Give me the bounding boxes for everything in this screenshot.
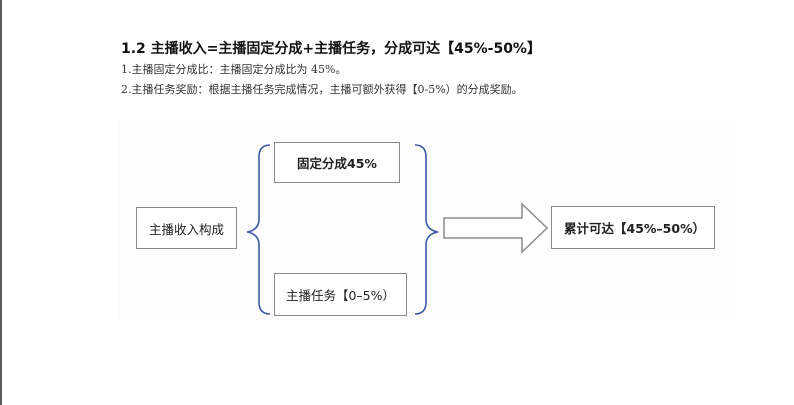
fixed-share-line: 1.主播固定分成比：主播固定分成比为 45%。 <box>121 63 347 76</box>
income-composition-box: 主播收入构成 <box>136 207 237 249</box>
task-reward-line: 2.主播任务奖励：根据主播任务完成情况，主播可额外获得【0-5%）的分成奖励。 <box>121 83 523 96</box>
left-brace <box>246 144 271 315</box>
total-share-label: 累计可达【45%–50%） <box>564 221 706 236</box>
page-left-edge <box>0 0 2 405</box>
right-arrow <box>443 202 549 254</box>
fixed-share-label: 固定分成45% <box>297 156 377 171</box>
task-reward-box: 主播任务【0–5%） <box>274 273 407 316</box>
total-share-box: 累计可达【45%–50%） <box>551 206 715 249</box>
right-brace <box>414 144 439 315</box>
task-reward-label: 主播任务【0–5%） <box>285 288 396 303</box>
income-composition-label: 主播收入构成 <box>148 221 224 237</box>
section-heading: 1.2 主播收入=主播固定分成+主播任务，分成可达【45%-50%】 <box>121 41 541 57</box>
fixed-share-box: 固定分成45% <box>274 142 400 183</box>
